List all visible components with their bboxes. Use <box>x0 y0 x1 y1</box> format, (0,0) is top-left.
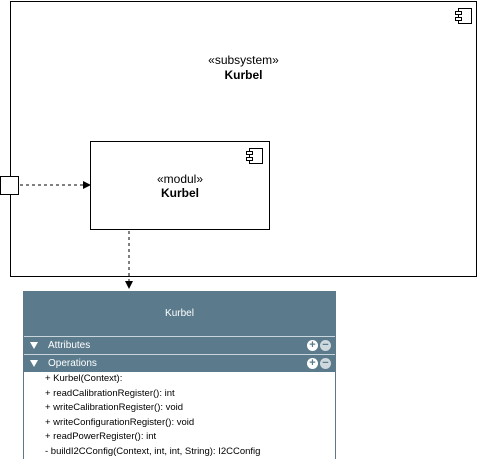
operation-item[interactable]: + writeConfigurationRegister(): void <box>45 416 195 428</box>
attributes-label: Attributes <box>48 340 91 351</box>
triangle-down-icon[interactable] <box>30 360 38 367</box>
class-name: Kurbel <box>165 308 194 319</box>
subsystem-name: Kurbel <box>224 68 263 82</box>
plus-circle-icon[interactable]: + <box>307 358 318 369</box>
port[interactable] <box>0 176 19 195</box>
arrowhead <box>125 281 133 289</box>
minus-circle-icon[interactable]: − <box>320 358 331 369</box>
minus-circle-icon[interactable]: − <box>320 340 331 351</box>
operation-item[interactable]: + readCalibrationRegister(): int <box>45 387 175 399</box>
class-header[interactable]: Kurbel <box>23 291 336 336</box>
component-icon <box>246 148 263 164</box>
module-name: Kurbel <box>160 186 199 200</box>
class-box[interactable]: Kurbel Attributes + − Operations + − + K… <box>23 291 336 459</box>
operation-item[interactable]: + writeCalibrationRegister(): void <box>45 402 184 413</box>
triangle-down-icon[interactable] <box>30 342 38 349</box>
component-icon <box>455 8 472 24</box>
subsystem-stereotype: «subsystem» <box>208 53 279 67</box>
operations-section[interactable]: Operations + − <box>23 354 336 372</box>
module-stereotype: «modul» <box>156 172 204 186</box>
arrowhead <box>83 181 91 189</box>
operations-list: + Kurbel(Context): + readCalibrationRegi… <box>23 372 336 459</box>
subsystem-box[interactable] <box>10 1 477 277</box>
plus-circle-icon[interactable]: + <box>307 340 318 351</box>
module-box[interactable] <box>90 141 270 230</box>
attributes-section[interactable]: Attributes + − <box>23 336 336 354</box>
operation-item[interactable]: + readPowerRegister(): int <box>45 431 157 442</box>
operation-item[interactable]: + Kurbel(Context): <box>45 373 123 384</box>
operation-item[interactable]: - buildI2CConfig(Context, int, int, Stri… <box>45 445 261 457</box>
operations-label: Operations <box>48 358 97 369</box>
